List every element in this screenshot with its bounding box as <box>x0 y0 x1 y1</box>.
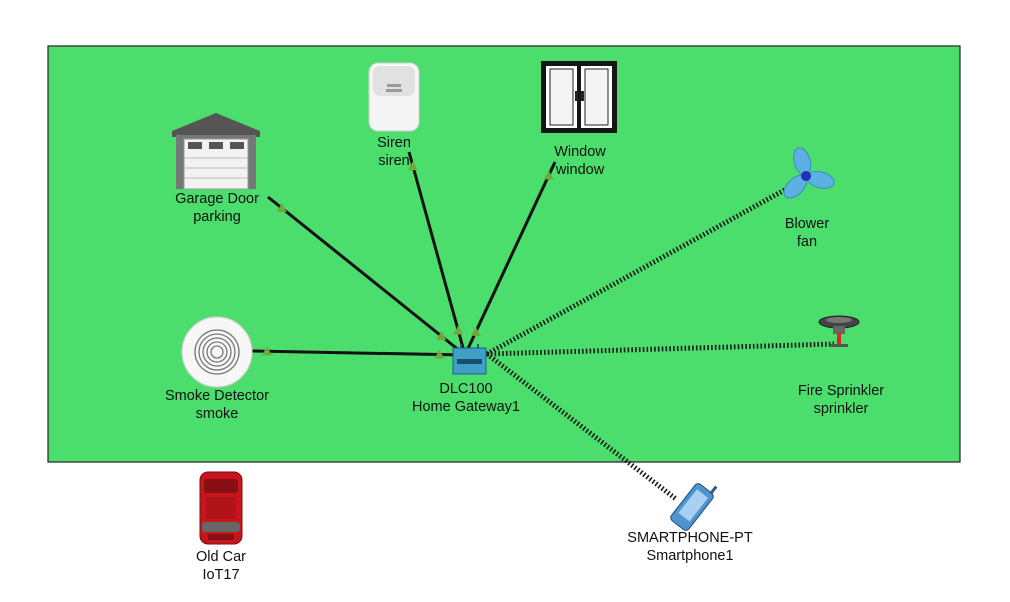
link-indicator-icon <box>543 170 554 180</box>
smartphone-icon[interactable] <box>669 476 720 532</box>
blower-fan-icon[interactable] <box>780 146 836 202</box>
siren-icon[interactable] <box>368 62 420 132</box>
garage-door-label: Garage Door parking <box>137 190 297 226</box>
fan-wireless-link[interactable] <box>485 179 801 357</box>
siren-wired-link[interactable] <box>407 151 467 356</box>
device-model: Garage Door <box>175 191 259 207</box>
link-indicator-icon <box>261 346 272 356</box>
smoke-wired-link[interactable] <box>251 349 466 357</box>
garage-wired-link[interactable] <box>267 195 466 357</box>
window-icon[interactable] <box>541 61 617 133</box>
old-car-label: Old Car IoT17 <box>141 548 301 584</box>
window-wired-link[interactable] <box>463 161 557 356</box>
siren-label: Siren siren <box>314 134 474 170</box>
device-model: Old Car <box>196 549 246 565</box>
device-model: DLC100 <box>439 381 493 397</box>
device-model: Fire Sprinkler <box>797 383 885 399</box>
smartphone-label: SMARTPHONE-PT Smartphone1 <box>610 529 770 565</box>
old-car-icon[interactable] <box>199 471 243 545</box>
home-gateway-label: DLC100 Home Gateway1 <box>386 380 546 416</box>
device-name: window <box>555 162 605 178</box>
device-model: Blower <box>784 216 830 232</box>
device-model: Smoke Detector <box>165 388 269 404</box>
device-name: fan <box>796 234 818 250</box>
device-name: Home Gateway1 <box>412 399 520 415</box>
links-layer <box>251 151 835 501</box>
garage-door-icon[interactable] <box>172 113 260 190</box>
device-name: Smartphone1 <box>646 548 734 564</box>
smoke-detector-icon[interactable] <box>181 316 253 388</box>
link-indicator-icon <box>407 161 418 171</box>
sprinkler-wireless-link[interactable] <box>486 341 835 357</box>
link-indicator-icon <box>276 203 287 213</box>
link-indicator-icon <box>436 331 447 341</box>
link-indicator-icon <box>470 326 481 336</box>
link-indicator-icon <box>453 325 464 335</box>
device-name: parking <box>193 209 241 225</box>
home-gateway-icon[interactable] <box>452 344 487 375</box>
device-model: Window <box>554 144 606 160</box>
home-environment-area <box>47 45 961 463</box>
device-name: IoT17 <box>202 567 240 583</box>
window-label: Window window <box>500 143 660 179</box>
fire-sprinkler-label: Fire Sprinkler sprinkler <box>761 382 921 418</box>
smoke-detector-label: Smoke Detector smoke <box>137 387 297 423</box>
fire-sprinkler-icon[interactable] <box>818 315 860 347</box>
device-name: smoke <box>195 406 239 422</box>
blower-label: Blower fan <box>727 215 887 251</box>
link-indicator-icon <box>434 349 445 359</box>
device-name: siren <box>378 153 410 169</box>
device-name: sprinkler <box>813 401 869 417</box>
phone-wireless-link[interactable] <box>485 352 678 501</box>
device-model: SMARTPHONE-PT <box>627 530 753 546</box>
device-model: Siren <box>377 135 411 151</box>
